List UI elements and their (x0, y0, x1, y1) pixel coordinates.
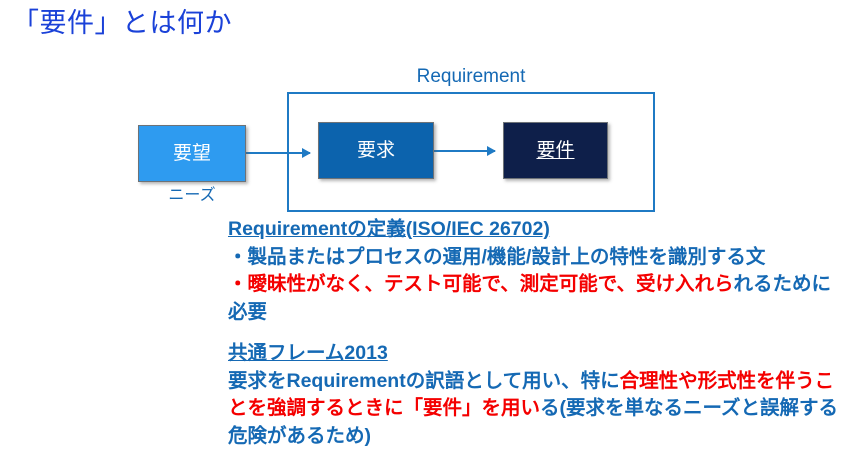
node-needs-caption: ニーズ (168, 187, 216, 204)
body-text-block: Requirementの定義(ISO/IEC 26702) ・製品またはプロセス… (228, 216, 843, 450)
section2-heading: 共通フレーム2013 (228, 342, 388, 364)
requirement-diagram: Requirement 要望 ニーズ 要求 要件 (0, 60, 847, 225)
section1-testable-red-cont: 入れら (674, 273, 734, 295)
section2-line1-blue: 要求をRequirementの訳語として用い、特に (228, 369, 620, 392)
section1-heading: Requirementの定義(ISO/IEC 26702) (228, 218, 550, 240)
section1-line-testable: ・曖昧性がなく、テスト可能で、測定可能で、受け入れられるために必要 (228, 271, 843, 326)
section2-line3-blue: る(要求を単なるニーズと誤解する危険があるため) (228, 397, 839, 447)
node-request-label: 要求 (356, 139, 395, 161)
section-spacer (228, 326, 843, 340)
section1-testable-red: ・曖昧性がなく、テスト可能で、測定可能で、受け (228, 273, 675, 295)
node-requirement-label: 要件 (536, 139, 575, 161)
node-needs: 要望 (138, 125, 246, 182)
section2-line2-red: や形式性を伴うことを強調するときに「要件」を用い (228, 369, 835, 420)
node-needs-label: 要望 (172, 142, 211, 164)
section1-line-definition: ・製品またはプロセスの運用/機能/設計上の特性を識別する文 (228, 245, 766, 268)
arrow-request-to-requirement (434, 146, 496, 156)
section2-line1-red: 合理性 (619, 369, 679, 392)
node-request: 要求 (318, 122, 434, 179)
requirement-group-label: Requirement (416, 66, 526, 87)
page-title: 「要件」とは何か (12, 8, 232, 38)
arrow-needs-to-request (246, 148, 311, 158)
section1-testable-blue-tail: れるために必要 (228, 273, 831, 323)
node-requirement: 要件 (503, 122, 608, 179)
section2-body: 要求をRequirementの訳語として用い、特に合理性や形式性を伴うことを強調… (228, 368, 843, 451)
